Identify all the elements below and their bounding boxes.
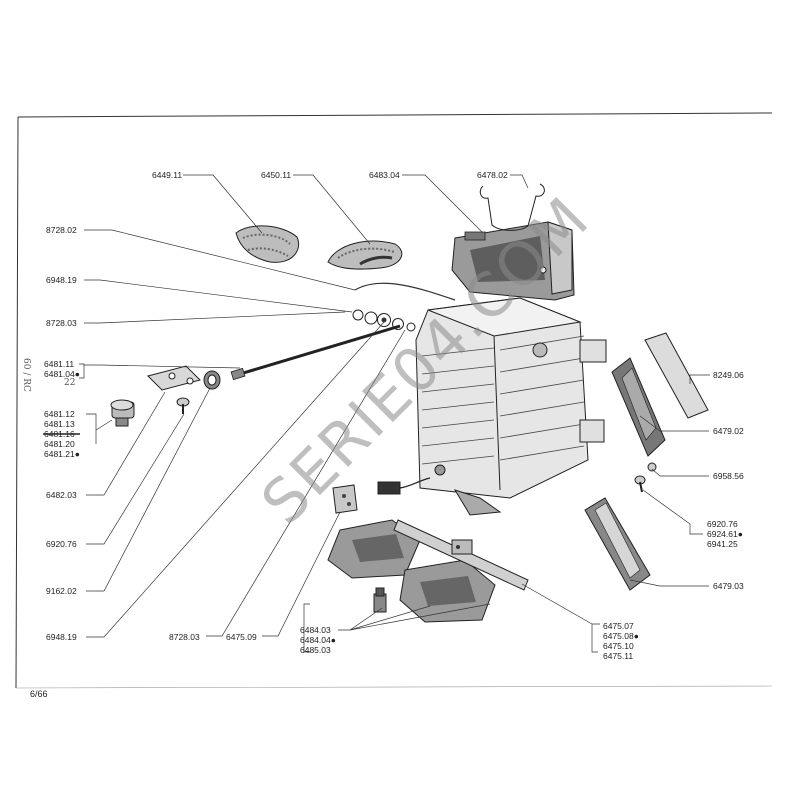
label-6481-13: 6481.13	[44, 419, 75, 429]
label-8728-02: 8728.02	[46, 225, 77, 235]
heater-housing	[415, 297, 607, 516]
cover-plate	[332, 484, 358, 514]
label-6481-12: 6481.12	[44, 409, 75, 419]
label-6475-08: 6475.08●	[603, 631, 639, 641]
part-labels: 6449.11 6450.11 6483.04 6478.02 8728.02 …	[43, 170, 744, 661]
label-6484-03: 6484.03	[300, 625, 331, 635]
label-6958-56: 6958.56	[713, 471, 744, 481]
frame-top-line	[17, 112, 773, 118]
label-6924-61: 6924.61●	[707, 529, 743, 539]
flap-left	[327, 519, 421, 579]
label-8728-03-bottom: 8728.03	[169, 632, 200, 642]
label-6479-02: 6479.02	[713, 426, 744, 436]
label-8728-03-top: 8728.03	[46, 318, 77, 328]
leader-lines	[79, 174, 710, 653]
control-cable	[354, 282, 456, 301]
label-6481-21: 6481.21●	[44, 449, 80, 459]
label-6920-76-right: 6920.76	[707, 519, 738, 529]
electric-switch	[377, 477, 431, 495]
label-6481-11: 6481.11	[44, 359, 74, 369]
sliding-rail	[393, 519, 529, 591]
flap-clip	[373, 587, 387, 613]
label-6481-20: 6481.20	[44, 439, 75, 449]
control-knob	[110, 399, 135, 427]
label-6482-03: 6482.03	[46, 490, 77, 500]
frame-bottom-line	[15, 685, 773, 689]
washer-stack	[352, 309, 416, 332]
label-6920-76-left: 6920.76	[46, 539, 77, 549]
side-cover	[611, 357, 666, 457]
front-panel	[584, 497, 651, 591]
label-6475-09: 6475.09	[226, 632, 257, 642]
grommet	[203, 370, 221, 390]
label-6450-11: 6450.11	[261, 170, 291, 180]
label-9162-02: 9162.02	[46, 586, 77, 596]
margin-note: 60 / RC	[21, 358, 31, 392]
page-number: 6/66	[30, 689, 48, 699]
label-8249-06: 8249.06	[713, 370, 744, 380]
filter-pad-left	[235, 225, 299, 263]
label-6475-11: 6475.11	[603, 651, 633, 661]
label-6478-02: 6478.02	[477, 170, 508, 180]
flap-right	[399, 559, 496, 623]
handwritten-note: 22	[64, 378, 75, 388]
label-6483-04: 6483.04	[369, 170, 400, 180]
label-6948-19-top: 6948.19	[46, 275, 77, 285]
gasket	[644, 332, 709, 419]
label-6948-19-bottom: 6948.19	[46, 632, 77, 642]
label-6484-04: 6484.04●	[300, 635, 336, 645]
label-6481-04: 6481.04●	[44, 369, 80, 379]
screw-right	[634, 462, 657, 493]
screw-left	[176, 397, 190, 414]
label-6941-25: 6941.25	[707, 539, 738, 549]
wire-spring-clip	[479, 183, 545, 231]
frame-left-line	[15, 116, 19, 689]
label-6475-07: 6475.07	[603, 621, 634, 631]
label-6485-03: 6485.03	[300, 645, 331, 655]
filter-pad-right	[327, 240, 403, 270]
air-duct	[451, 221, 575, 301]
label-6479-03: 6479.03	[713, 581, 744, 591]
label-6475-10: 6475.10	[603, 641, 634, 651]
label-6449-11: 6449.11	[152, 170, 182, 180]
